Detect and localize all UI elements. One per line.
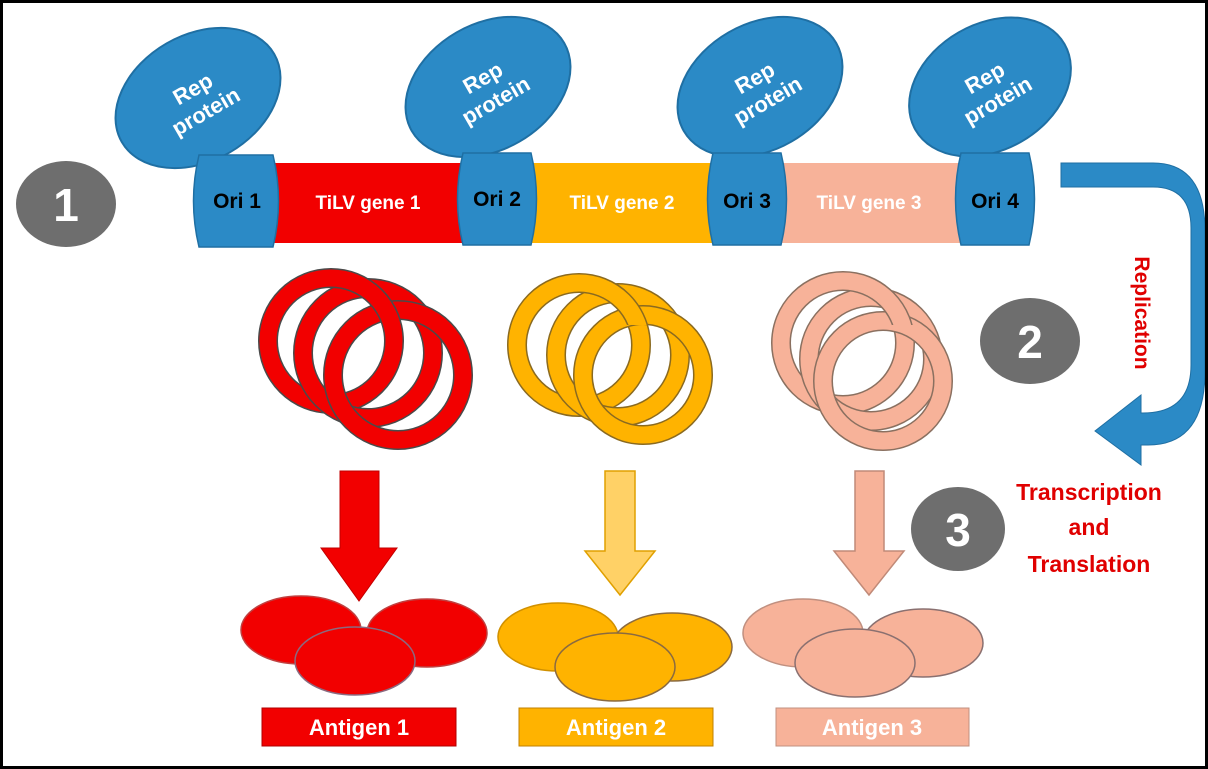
transcription-translation-label: Transcription and Translation [1016, 479, 1162, 577]
step-number: 1 [53, 179, 79, 231]
ori-1: Ori 1 [192, 154, 280, 248]
diagram-canvas: Rep protein Rep protein Rep protein Rep … [16, 15, 1205, 747]
plasmid-rings-3 [771, 271, 953, 451]
antigen-label-2: Antigen 2 [518, 707, 714, 747]
ori-label: Ori 1 [213, 190, 261, 213]
antigen-label-1: Antigen 1 [261, 707, 457, 747]
step-number: 3 [945, 504, 971, 556]
ori-4: Ori 4 [954, 152, 1036, 246]
plasmid-rings-1 [258, 268, 473, 450]
rep-protein-3: Rep protein [676, 15, 844, 159]
svg-text:and: and [1069, 514, 1110, 540]
replication-arrow [1060, 162, 1205, 466]
replication-label: Replication [1130, 256, 1153, 369]
gene-label-3: TiLV gene 3 [817, 193, 922, 214]
expression-arrow-2 [583, 470, 657, 597]
rep-protein-4: Rep protein [908, 16, 1072, 158]
svg-text:Transcription: Transcription [1016, 479, 1162, 505]
ori-2: Ori 2 [456, 152, 538, 246]
step-1-badge: 1 [16, 161, 116, 247]
step-3-badge: 3 [911, 487, 1005, 571]
rep-protein-1: Rep protein [114, 26, 282, 170]
ori-3: Ori 3 [706, 152, 788, 246]
ori-label: Ori 4 [971, 190, 1019, 213]
gene-segment-2 [518, 163, 726, 243]
expression-arrow-1 [320, 470, 398, 602]
plasmid-rings-2 [507, 273, 713, 445]
antigen-cluster-3 [742, 598, 984, 698]
step-2-badge: 2 [980, 298, 1080, 384]
gene-segment-3 [766, 163, 973, 243]
antigen-label-3: Antigen 3 [775, 707, 970, 747]
step-number: 2 [1017, 316, 1043, 368]
svg-text:Antigen 1: Antigen 1 [309, 715, 409, 740]
gene-label-2: TiLV gene 2 [570, 193, 675, 214]
antigen-cluster-1 [240, 595, 488, 696]
gene-construct: TiLV gene 1 TiLV gene 2 TiLV gene 3 Ori … [192, 152, 1036, 248]
rep-protein-2: Rep protein [404, 15, 572, 159]
svg-text:Antigen 3: Antigen 3 [822, 715, 922, 740]
ori-label: Ori 2 [473, 188, 521, 211]
gene-label-1: TiLV gene 1 [316, 193, 421, 214]
expression-arrow-3 [832, 470, 906, 597]
svg-text:Antigen 2: Antigen 2 [566, 715, 666, 740]
gene-segment-1 [259, 163, 477, 243]
antigen-cluster-2 [497, 602, 733, 702]
ori-label: Ori 3 [723, 190, 771, 213]
svg-text:Translation: Translation [1028, 551, 1151, 577]
